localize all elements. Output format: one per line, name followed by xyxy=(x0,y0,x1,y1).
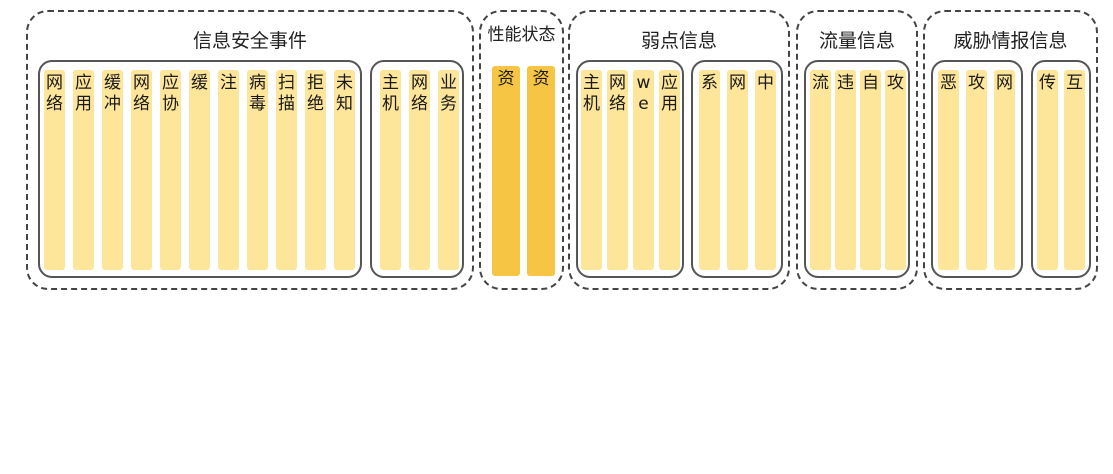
leaf-box: 网络 xyxy=(131,70,152,270)
leaf-box: 未知 xyxy=(334,70,355,270)
leaf-box: 应用 xyxy=(73,70,94,270)
group-title: 信息安全事件 xyxy=(192,30,307,52)
leaf-box: 传 xyxy=(1037,70,1058,270)
group-security-events: 信息安全事件 网络 应用 缓冲 网络 应协 缓 注 病毒 扫描 拒绝 未知 主机… xyxy=(26,10,474,290)
leaf-box: 网络 xyxy=(607,70,628,270)
subgroup-event-types: 网络 应用 缓冲 网络 应协 缓 注 病毒 扫描 拒绝 未知 xyxy=(38,60,362,278)
group-title: 性能状态 xyxy=(487,25,556,45)
leaf-box: 互 xyxy=(1064,70,1085,270)
leaf-box: 资 xyxy=(492,66,520,276)
leaf-box: 违 xyxy=(835,70,856,270)
leaf-box: 网络 xyxy=(44,70,65,270)
subgroup-vuln-other: 系 网 中 xyxy=(691,60,783,278)
subgroup-traffic-types: 流 违 自 攻 xyxy=(804,60,910,278)
group-traffic: 流量信息 流 违 自 攻 xyxy=(796,10,918,290)
leaf-box: 注 xyxy=(218,70,239,270)
leaf-box: 主机 xyxy=(581,70,602,270)
leaf-box: 恶 xyxy=(938,70,959,270)
leaf-box: 网络 xyxy=(409,70,430,270)
leaf-box: 网 xyxy=(994,70,1015,270)
leaf-box: 攻 xyxy=(885,70,906,270)
leaf-box: 自 xyxy=(860,70,881,270)
leaf-box: 业务 xyxy=(438,70,459,270)
group-threat-intel: 威胁情报信息 恶 攻 网 传 互 xyxy=(923,10,1098,290)
leaf-box: 应用 xyxy=(659,70,680,270)
group-title: 弱点信息 xyxy=(640,30,717,52)
subgroup-assets: 主机 网络 业务 xyxy=(370,60,464,278)
leaf-box: 资 xyxy=(527,66,555,276)
leaf-box: 缓冲 xyxy=(102,70,123,270)
leaf-box: 网 xyxy=(727,70,748,270)
leaf-box: 拒绝 xyxy=(305,70,326,270)
leaf-box: 扫描 xyxy=(276,70,297,270)
group-performance: 性能状态 资 资 xyxy=(479,10,564,290)
subgroup-threat-sources: 恶 攻 网 xyxy=(931,60,1023,278)
group-title: 威胁情报信息 xyxy=(953,30,1068,52)
leaf-box: 系 xyxy=(699,70,720,270)
group-title: 流量信息 xyxy=(818,30,895,52)
leaf-box: 攻 xyxy=(966,70,987,270)
subgroup-threat-channels: 传 互 xyxy=(1031,60,1091,278)
leaf-box: 应协 xyxy=(160,70,181,270)
leaf-box: 缓 xyxy=(189,70,210,270)
leaf-box: 中 xyxy=(755,70,776,270)
leaf-box: 流 xyxy=(810,70,831,270)
leaf-box: 主机 xyxy=(380,70,401,270)
leaf-box: 病毒 xyxy=(247,70,268,270)
